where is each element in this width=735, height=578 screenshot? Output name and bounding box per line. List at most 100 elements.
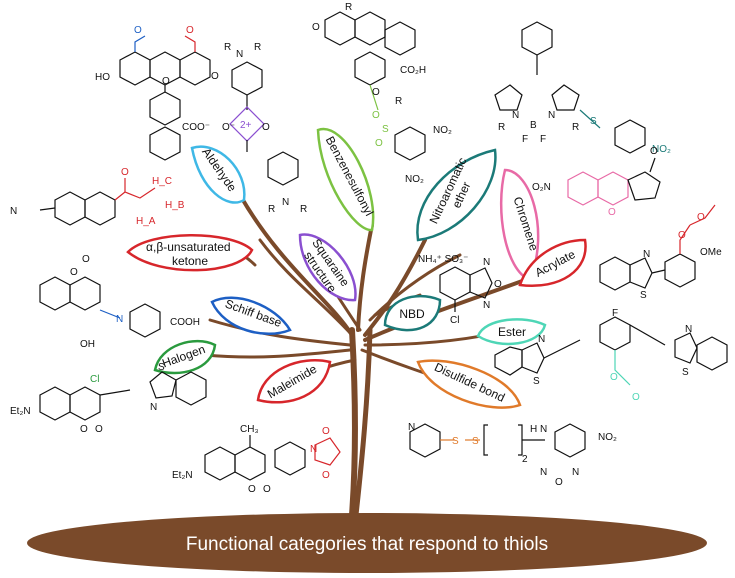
svg-text:S: S bbox=[158, 362, 165, 373]
svg-text:NH₄⁺ SO₃⁻: NH₄⁺ SO₃⁻ bbox=[418, 254, 468, 265]
svg-text:α,β-unsaturated ketone: α,β-unsaturated ketone bbox=[146, 240, 234, 268]
svg-text:Et₂N: Et₂N bbox=[10, 406, 31, 417]
leaf-chromene: Chromene bbox=[499, 168, 541, 282]
svg-text:H_A: H_A bbox=[136, 216, 156, 227]
svg-text:COOH: COOH bbox=[170, 317, 200, 328]
svg-text:OMe: OMe bbox=[700, 247, 722, 258]
svg-text:O: O bbox=[610, 372, 618, 383]
svg-text:NO₂: NO₂ bbox=[652, 144, 671, 155]
svg-text:R: R bbox=[498, 122, 505, 133]
svg-text:Cl: Cl bbox=[450, 315, 459, 326]
structure-schiff-base bbox=[39, 276, 161, 338]
svg-text:R: R bbox=[300, 204, 307, 215]
svg-text:O: O bbox=[608, 207, 616, 218]
svg-text:O: O bbox=[162, 76, 170, 87]
svg-text:O: O bbox=[121, 167, 129, 178]
svg-text:O: O bbox=[134, 25, 142, 36]
structure-aldehyde-probe bbox=[119, 35, 211, 161]
svg-text:O: O bbox=[372, 87, 380, 98]
svg-text:N: N bbox=[548, 110, 555, 121]
structure-maleimide bbox=[204, 435, 341, 481]
structure-acrylate bbox=[599, 204, 716, 291]
svg-text:Cl: Cl bbox=[90, 374, 99, 385]
svg-text:O: O bbox=[322, 470, 330, 481]
structure-nbd bbox=[439, 266, 493, 312]
svg-text:O: O bbox=[262, 122, 270, 133]
svg-text:S: S bbox=[452, 436, 459, 447]
svg-text:HO: HO bbox=[95, 72, 110, 83]
leaf-schiff-base: Schiff base bbox=[210, 297, 292, 335]
svg-text:F: F bbox=[522, 134, 528, 145]
structure-disulfide bbox=[409, 423, 586, 458]
leaf-maleimide: Maleimide bbox=[256, 359, 332, 404]
svg-text:O: O bbox=[312, 22, 320, 33]
svg-text:O: O bbox=[494, 279, 502, 290]
svg-text:NBD: NBD bbox=[399, 307, 425, 321]
svg-text:N: N bbox=[150, 402, 157, 413]
leaf-disulfide-bond: Disulfide bond bbox=[416, 359, 522, 409]
svg-text:O: O bbox=[555, 477, 563, 488]
svg-text:NO₂: NO₂ bbox=[433, 125, 452, 136]
svg-text:N: N bbox=[572, 467, 579, 478]
svg-text:CO₂H: CO₂H bbox=[400, 65, 426, 76]
svg-text:O: O bbox=[95, 424, 103, 435]
svg-text:O₂N: O₂N bbox=[532, 182, 551, 193]
svg-text:F: F bbox=[540, 134, 546, 145]
svg-text:O: O bbox=[211, 71, 219, 82]
svg-text:R: R bbox=[268, 204, 275, 215]
svg-text:Et₂N: Et₂N bbox=[172, 470, 193, 481]
svg-text:R: R bbox=[224, 42, 231, 53]
structure-squaraine bbox=[229, 61, 299, 186]
svg-text:O: O bbox=[263, 484, 271, 495]
svg-text:S: S bbox=[382, 124, 389, 135]
svg-text:B: B bbox=[530, 120, 537, 131]
tree-trunk bbox=[193, 193, 527, 518]
svg-text:S: S bbox=[472, 436, 479, 447]
svg-text:F: F bbox=[612, 308, 618, 319]
structure-bodipy bbox=[494, 21, 646, 154]
svg-text:S: S bbox=[682, 367, 689, 378]
svg-text:N: N bbox=[685, 324, 692, 335]
structure-halogen bbox=[39, 371, 207, 421]
svg-text:O⁻: O⁻ bbox=[222, 122, 235, 133]
soil-base bbox=[27, 513, 707, 573]
svg-text:N: N bbox=[643, 249, 650, 260]
svg-text:S: S bbox=[590, 116, 597, 127]
svg-text:O: O bbox=[375, 138, 383, 149]
svg-text:O: O bbox=[248, 484, 256, 495]
structure-ester bbox=[494, 316, 728, 386]
svg-text:N: N bbox=[538, 334, 545, 345]
svg-text:N: N bbox=[116, 314, 123, 325]
svg-text:R: R bbox=[395, 96, 402, 107]
leaf-nitroaromatic-ether: Nitroaromatic ether bbox=[416, 148, 497, 242]
leaf-unsaturated-ketone: α,β-unsaturated ketone bbox=[126, 234, 254, 272]
svg-text:O: O bbox=[632, 392, 640, 403]
svg-text:O: O bbox=[186, 25, 194, 36]
structure-unsaturated-ketone bbox=[39, 178, 156, 226]
svg-text:N: N bbox=[282, 197, 289, 208]
structure-chromene bbox=[567, 157, 661, 206]
svg-text:O: O bbox=[80, 424, 88, 435]
svg-text:2+: 2+ bbox=[240, 120, 252, 131]
svg-text:R: R bbox=[345, 2, 352, 13]
svg-text:O: O bbox=[678, 230, 686, 241]
svg-text:O: O bbox=[372, 110, 380, 121]
svg-text:N: N bbox=[512, 110, 519, 121]
svg-text:R: R bbox=[572, 122, 579, 133]
svg-text:Ester: Ester bbox=[498, 325, 526, 339]
svg-text:CH₃: CH₃ bbox=[240, 424, 259, 435]
svg-text:H_C: H_C bbox=[152, 176, 172, 187]
svg-text:OH: OH bbox=[80, 339, 95, 350]
svg-text:NO₂: NO₂ bbox=[598, 432, 617, 443]
svg-text:S: S bbox=[533, 376, 540, 387]
svg-text:R: R bbox=[254, 42, 261, 53]
leaf-halogen: Halogen bbox=[153, 340, 217, 375]
svg-text:N: N bbox=[236, 49, 243, 60]
svg-text:COO⁻: COO⁻ bbox=[182, 122, 210, 133]
leaf-ester: Ester bbox=[476, 318, 547, 346]
svg-text:H N: H N bbox=[530, 424, 547, 435]
svg-text:2: 2 bbox=[522, 454, 528, 465]
structure-benzenesulfonyl bbox=[324, 11, 426, 161]
svg-text:N: N bbox=[10, 206, 17, 217]
